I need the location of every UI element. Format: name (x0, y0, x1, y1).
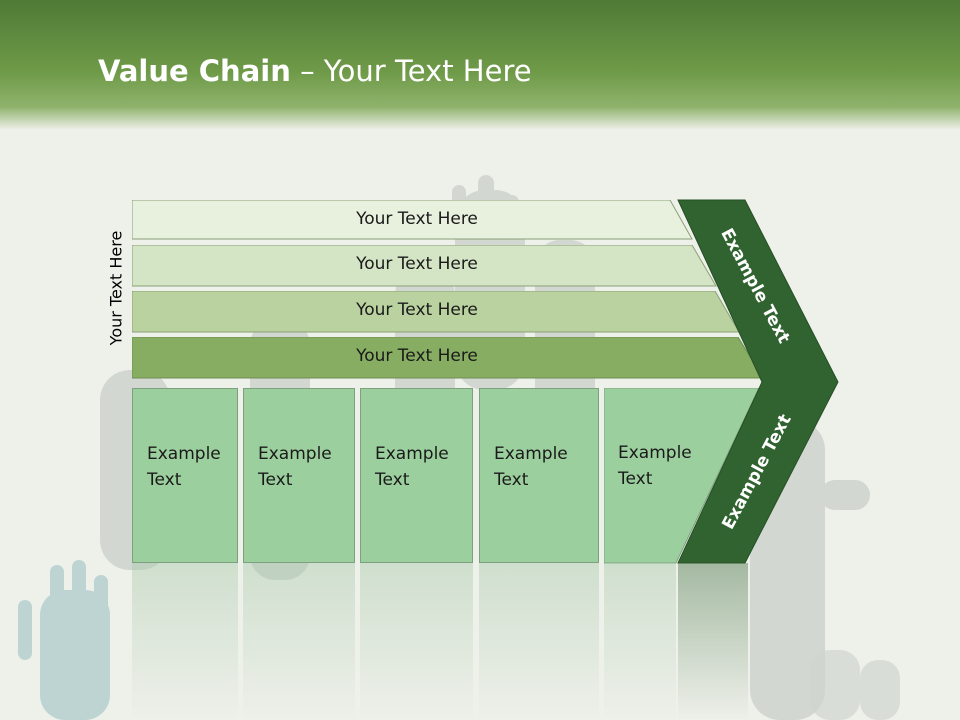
box-4: Example Text (479, 388, 599, 563)
box-1: Example Text (132, 388, 238, 563)
box-2-label: Example Text (258, 444, 332, 490)
band-4-label: Your Text Here (356, 346, 478, 366)
box-3: Example Text (360, 388, 473, 563)
box-3-label: Example Text (375, 444, 449, 490)
box-5-label: Example Text (618, 443, 692, 489)
band-2-label: Your Text Here (356, 254, 478, 274)
band-3-label: Your Text Here (356, 300, 478, 320)
box-4-label: Example Text (494, 444, 568, 490)
box-1-label: Example Text (147, 444, 221, 490)
reflection (0, 563, 960, 720)
band-1-label: Your Text Here (356, 209, 478, 229)
header-banner (0, 0, 960, 130)
box-5: Example Text (603, 387, 764, 568)
box-2: Example Text (243, 388, 355, 563)
slide-title: Value Chain – Your Text Here (98, 54, 532, 88)
